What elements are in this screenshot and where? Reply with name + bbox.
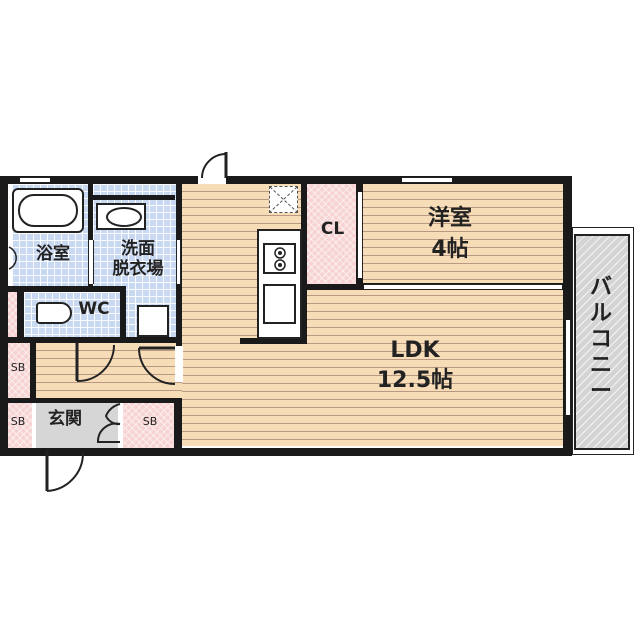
wc-side-storage bbox=[8, 292, 17, 338]
hall-top-wall bbox=[8, 337, 182, 343]
kitchen-sink bbox=[263, 284, 296, 324]
closet-door[interactable] bbox=[357, 192, 363, 278]
washing-machine-space bbox=[137, 305, 169, 337]
bathroom-window bbox=[20, 177, 50, 183]
burner-icon bbox=[274, 247, 286, 271]
balcony-floor bbox=[574, 234, 630, 450]
bathtub-basin bbox=[18, 194, 78, 227]
right-wall bbox=[563, 176, 572, 456]
front-door-icon[interactable] bbox=[45, 449, 85, 494]
shoe-closet-door-icon[interactable] bbox=[94, 402, 124, 444]
western-room-label-line2: 4帖 bbox=[431, 237, 469, 262]
fridge-x-icon bbox=[269, 186, 298, 213]
storage-right bbox=[123, 403, 177, 448]
storage-label-2: SB bbox=[10, 415, 26, 428]
washroom-label-line1: 洗面 bbox=[121, 239, 155, 259]
ldk-label-line2: 12.5帖 bbox=[376, 368, 454, 393]
bath-bottom-wall bbox=[8, 286, 126, 292]
closet-bottom-wall bbox=[301, 284, 363, 290]
storage-left-upper bbox=[8, 343, 30, 399]
balcony-outline bbox=[572, 227, 634, 455]
left-wall bbox=[0, 176, 8, 456]
washroom-sliding-door[interactable] bbox=[176, 240, 181, 284]
bathroom-label: 浴室 bbox=[36, 244, 70, 264]
ldk-label-line1: LDK bbox=[390, 338, 440, 363]
kitchen-bottom-wall bbox=[240, 338, 307, 344]
western-sliding-door[interactable] bbox=[364, 284, 562, 290]
balcony-window[interactable] bbox=[565, 320, 571, 415]
wc-left-wall bbox=[17, 292, 24, 343]
entrance-right-wall bbox=[174, 398, 182, 450]
wash-basin-bowl bbox=[106, 207, 142, 227]
wc-right-wall bbox=[120, 286, 126, 338]
wash-top-ledge bbox=[93, 195, 175, 200]
entry-door-gap bbox=[198, 176, 226, 184]
bath-wash-partition bbox=[88, 184, 93, 290]
storage-label-1: SB bbox=[10, 361, 26, 374]
entrance-floor bbox=[36, 403, 118, 448]
closet-label: CL bbox=[320, 219, 345, 239]
bath-door[interactable] bbox=[88, 240, 94, 284]
wc-label: WC bbox=[78, 299, 110, 319]
entrance-top-wall bbox=[8, 398, 182, 403]
wc-door-icon[interactable] bbox=[74, 343, 118, 385]
closet-left-wall bbox=[301, 184, 307, 340]
western-room-label-line1: 洋室 bbox=[427, 206, 472, 231]
washroom-door-icon[interactable] bbox=[137, 345, 179, 387]
bottom-wall bbox=[0, 448, 572, 456]
hall-door-gap bbox=[175, 346, 183, 382]
storage-left-lower bbox=[8, 403, 32, 448]
hallway-floor bbox=[36, 343, 182, 399]
balcony-label: バルコニー bbox=[589, 275, 612, 404]
balcony-door-arc-icon bbox=[201, 152, 228, 179]
western-room-window bbox=[402, 177, 452, 183]
western-room-floor bbox=[362, 184, 563, 284]
storage-label-3: SB bbox=[142, 415, 158, 428]
storage-divider bbox=[30, 343, 36, 399]
top-wall-left bbox=[0, 176, 180, 184]
closet-floor bbox=[306, 184, 359, 284]
top-wall-main bbox=[172, 176, 572, 184]
toilet bbox=[36, 302, 72, 324]
entrance-label: 玄関 bbox=[48, 409, 82, 429]
washroom-label-line2: 脱衣場 bbox=[112, 259, 164, 279]
bath-door-arc-icon bbox=[8, 246, 17, 270]
